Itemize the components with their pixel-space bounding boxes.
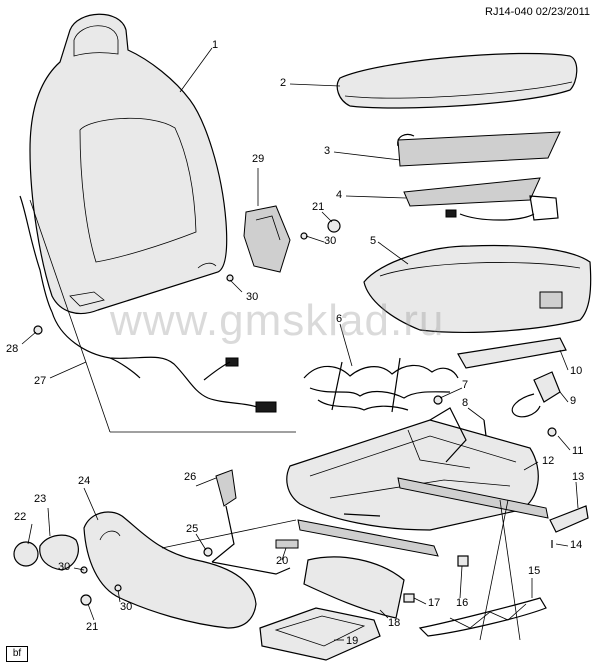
wiring-harness-part bbox=[19, 195, 277, 413]
track-cover-part bbox=[549, 505, 589, 533]
side-shield-part bbox=[303, 556, 405, 619]
nut-11 bbox=[547, 427, 557, 437]
callout-23: 23 bbox=[34, 493, 47, 505]
callout-13: 13 bbox=[572, 471, 585, 483]
bolt-30-mid bbox=[226, 274, 234, 282]
seat-cushion-cover-part bbox=[336, 52, 578, 109]
seat-spring-part bbox=[303, 357, 459, 413]
callout-15: 15 bbox=[528, 565, 541, 577]
corner-tag: bf bbox=[6, 646, 28, 662]
callout-14: 14 bbox=[570, 539, 583, 551]
callout-5: 5 bbox=[370, 235, 377, 247]
bracket-20 bbox=[275, 539, 299, 549]
storage-tray-part bbox=[259, 607, 381, 661]
callout-3: 3 bbox=[324, 145, 331, 157]
callout-19: 19 bbox=[346, 635, 359, 647]
callout-6: 6 bbox=[336, 313, 343, 325]
cap-part bbox=[13, 541, 39, 567]
clip-16 bbox=[457, 555, 469, 567]
switch-part bbox=[511, 371, 561, 418]
clip-17 bbox=[403, 593, 415, 603]
callout-30-bottom: 30 bbox=[120, 601, 133, 613]
clip-21-top bbox=[327, 219, 341, 233]
seat-back-part bbox=[29, 13, 228, 315]
trim-panel-part bbox=[457, 337, 567, 369]
callout-17: 17 bbox=[428, 597, 441, 609]
callout-7: 7 bbox=[462, 379, 469, 391]
callout-29: 29 bbox=[252, 153, 265, 165]
callout-26: 26 bbox=[184, 471, 197, 483]
recliner-lever-part bbox=[211, 469, 291, 575]
callout-18: 18 bbox=[388, 617, 401, 629]
callout-30-left: 30 bbox=[58, 561, 71, 573]
bracket-part bbox=[243, 205, 291, 273]
callout-1: 1 bbox=[212, 39, 219, 51]
seat-track-part bbox=[297, 477, 549, 557]
callout-27: 27 bbox=[34, 375, 47, 387]
callout-30-mid: 30 bbox=[246, 291, 259, 303]
callout-11: 11 bbox=[572, 445, 584, 457]
reference-lines bbox=[29, 199, 521, 641]
callout-20: 20 bbox=[276, 555, 289, 567]
callout-21-top: 21 bbox=[312, 201, 325, 213]
callout-16: 16 bbox=[456, 597, 469, 609]
clip-21-bottom bbox=[80, 594, 92, 606]
callout-4: 4 bbox=[336, 189, 343, 201]
heater-pad-part bbox=[397, 131, 561, 167]
callout-9: 9 bbox=[570, 395, 577, 407]
callout-21-bottom: 21 bbox=[86, 621, 99, 633]
leader-lines bbox=[21, 47, 579, 641]
callout-28: 28 bbox=[6, 343, 19, 355]
callout-24: 24 bbox=[78, 475, 91, 487]
heater-element-part bbox=[403, 177, 559, 221]
recliner-handle-part bbox=[39, 534, 79, 571]
seat-frame-part bbox=[286, 407, 539, 531]
callout-25: 25 bbox=[186, 523, 199, 535]
cushion-pad-part bbox=[363, 244, 592, 333]
outer-side-shield-part bbox=[83, 511, 257, 629]
callout-10: 10 bbox=[570, 365, 583, 377]
callout-12: 12 bbox=[542, 455, 555, 467]
bolt-8 bbox=[483, 419, 487, 437]
callout-22: 22 bbox=[14, 511, 27, 523]
callout-30-top: 30 bbox=[324, 235, 337, 247]
callout-2: 2 bbox=[280, 77, 287, 89]
drawing-stamp: RJ14-040 02/23/2011 bbox=[485, 6, 590, 18]
actuator-part bbox=[418, 597, 547, 637]
callout-8: 8 bbox=[462, 397, 469, 409]
